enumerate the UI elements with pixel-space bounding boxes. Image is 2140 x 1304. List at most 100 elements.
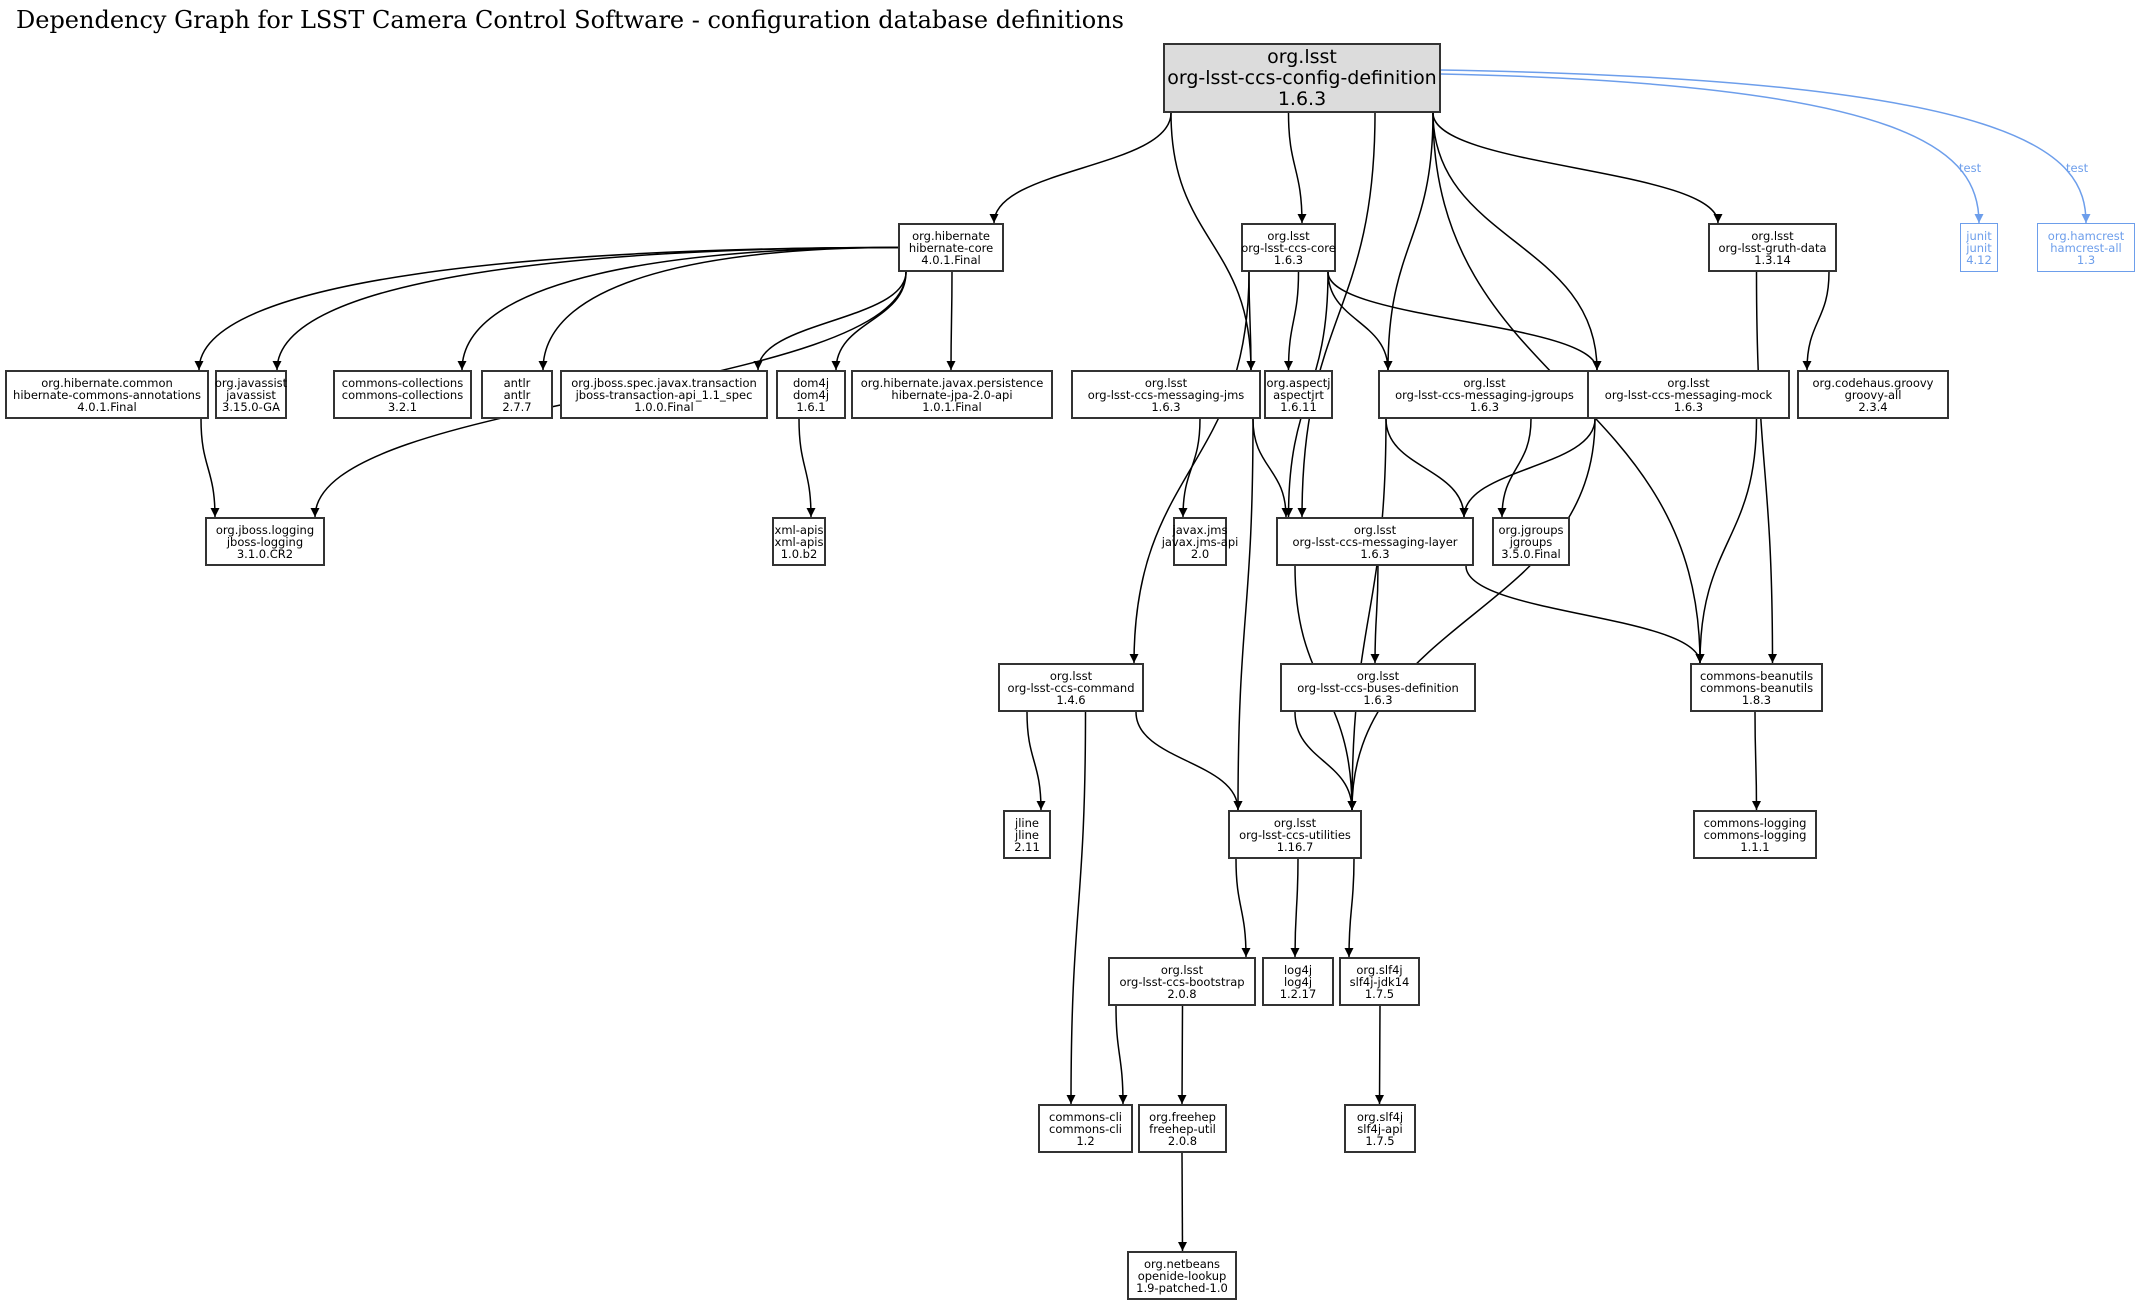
node-artifact: org-lsst-ccs-utilities (1239, 827, 1351, 842)
edge-ccs-core-to-messaging-mock (1327, 271, 1602, 371)
node-artifact: jboss-logging (226, 534, 304, 549)
node-artifact: javax.jms-api (1161, 534, 1239, 549)
node-group: antlr (503, 375, 531, 390)
node-group: org.hamcrest (2047, 228, 2125, 243)
node-version: 1.6.1 (796, 399, 826, 414)
node-artifact: org-lsst-ccs-config-definition (1167, 66, 1437, 89)
node-group: junit (1966, 228, 1992, 243)
node-group: commons-cli (1049, 1109, 1122, 1124)
node-artifact: hamcrest-all (2050, 240, 2122, 255)
node-group: commons-collections (341, 375, 464, 390)
node-artifact: org-lsst-ccs-command (1007, 680, 1135, 695)
edge-root-to-messaging-jgroups (1383, 112, 1434, 371)
edge-freehep-util-to-openide-lookup (1177, 1152, 1187, 1252)
node-group: jline (1015, 815, 1039, 830)
edge-dom4j-to-xml-apis (798, 418, 816, 518)
edge-hibernate-core-to-javassist (272, 246, 899, 371)
edge-root-to-ccs-core (1287, 112, 1307, 224)
node-version: 2.0.8 (1167, 1133, 1198, 1148)
edge-ccs-bootstrap-to-commons-cli (1115, 1005, 1128, 1105)
edge-ccs-utilities-to-ccs-bootstrap (1235, 858, 1251, 958)
edge-messaging-jgroups-to-ccs-utilities (1347, 418, 1387, 811)
node-version: 1.3 (2076, 252, 2096, 267)
node-artifact: freehep-util (1149, 1121, 1216, 1136)
node-version: 1.6.11 (1280, 399, 1317, 414)
edge-hibernate-core-to-jboss-transaction (753, 271, 907, 371)
node-version: 1.6.3 (1673, 399, 1704, 414)
edge-label-test: test (1959, 161, 1982, 175)
node-group: org.lsst (1160, 962, 1204, 977)
node-group: org.aspectj (1266, 375, 1331, 390)
node-group: org.netbeans (1143, 1256, 1221, 1271)
node-version: 1.0.1.Final (922, 399, 982, 414)
node-group: org.lsst (1667, 375, 1710, 390)
node-version: 1.2 (1076, 1133, 1095, 1148)
node-version: 1.7.5 (1365, 1133, 1395, 1148)
edge-gruth-data-to-groovy-all (1802, 271, 1830, 371)
node-version: 1.6.3 (1360, 546, 1390, 561)
node-group: org.jboss.spec.javax.transaction (571, 375, 757, 390)
node-version: 1.8.3 (1741, 692, 1772, 707)
node-group: dom4j (792, 375, 830, 390)
node-artifact: hibernate-core (908, 240, 994, 255)
node-group: org.hibernate (912, 228, 990, 243)
edge-messaging-jms-to-messaging-layer (1252, 418, 1291, 518)
node-version: 1.6.3 (1363, 692, 1393, 707)
node-artifact: antlr (503, 387, 531, 402)
node-artifact: jgroups (1509, 534, 1553, 549)
node-version: 1.6.3 (1151, 399, 1181, 414)
edge-root-to-hamcrest (1440, 69, 2091, 224)
node-group: commons-beanutils (1699, 668, 1814, 683)
edge-hibernate-core-to-dom4j (831, 271, 907, 371)
node-artifact: groovy-all (1844, 387, 1902, 402)
edge-messaging-jgroups-to-messaging-layer (1385, 418, 1469, 518)
node-group: org.lsst (1267, 228, 1310, 243)
edge-root-to-messaging-layer (1297, 112, 1376, 518)
node-version: 1.0.b2 (780, 546, 818, 561)
node-version: 1.6.3 (1277, 87, 1327, 110)
edge-hibernate-core-to-hibernate-jpa (946, 271, 956, 371)
edge-slf4j-jdk14-to-slf4j-api (1375, 1005, 1385, 1105)
edge-messaging-layer-to-buses-definition (1370, 565, 1380, 664)
edge-root-to-junit (1440, 73, 1984, 224)
edge-ccs-bootstrap-to-freehep-util (1177, 1005, 1187, 1105)
node-version: 1.7.5 (1364, 986, 1395, 1001)
